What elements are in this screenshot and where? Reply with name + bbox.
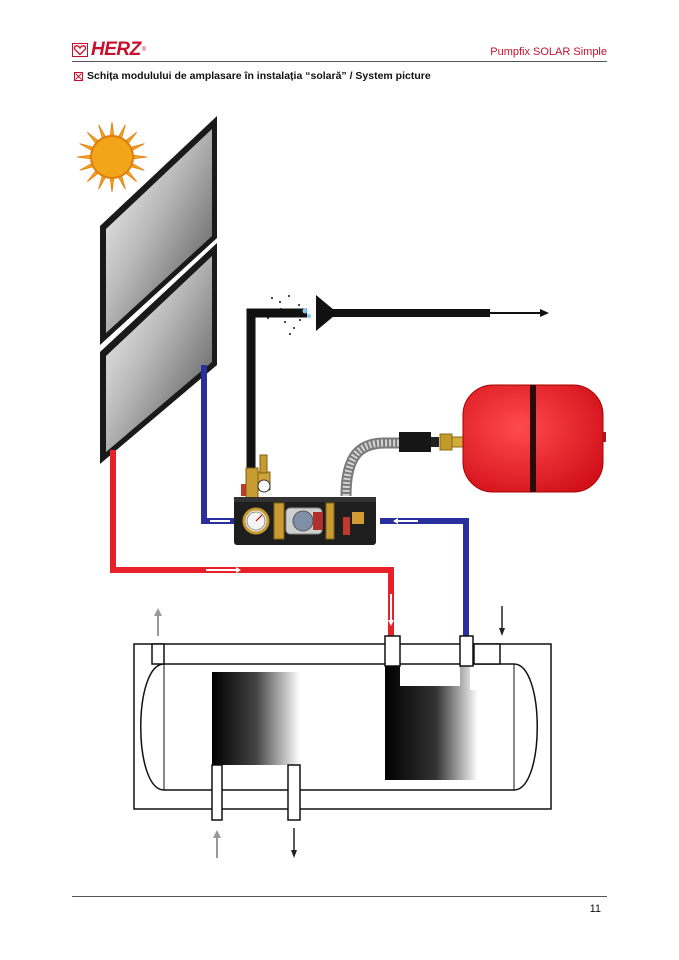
sun-icon: [76, 121, 148, 193]
herz-logo: HERZ®: [72, 39, 147, 60]
sun-ray: [76, 154, 93, 160]
safety-valve-group: [241, 454, 271, 499]
footer-divider: [72, 896, 607, 897]
storage-tank: [133, 643, 552, 810]
registered-mark: ®: [141, 47, 147, 53]
page-header: HERZ® Pumpfix SOLAR Simple: [72, 38, 607, 62]
discharge-pipe: [246, 308, 307, 490]
header-divider: [72, 61, 607, 62]
checkbox-x-icon: [74, 71, 83, 81]
cold-return-pipe: [201, 365, 236, 524]
solar-coil: [384, 635, 478, 780]
water-droplets: [267, 295, 311, 335]
pump-station: [234, 497, 376, 545]
cold-water-inlet: [473, 643, 501, 665]
section-heading: Schița modulului de amplasare în instala…: [74, 70, 431, 82]
hot-water-outlet: [151, 643, 165, 665]
brand-name: HERZ: [91, 39, 141, 60]
sun-ray: [109, 176, 115, 193]
section-title: Schița modulului de amplasare în instala…: [87, 70, 431, 82]
solar-collector-upper: [100, 116, 217, 345]
expansion-vessel: [462, 384, 606, 493]
sun-ray: [109, 121, 115, 138]
discharge-funnel: [316, 295, 549, 331]
solar-collector-lower: [100, 243, 217, 464]
sun-ray: [131, 154, 148, 160]
heart-logo-icon: [72, 43, 88, 57]
page-number: 11: [589, 903, 601, 915]
document-title: Pumpfix SOLAR Simple: [490, 46, 607, 58]
vessel-connector: [399, 432, 465, 452]
boiler-coil: [211, 672, 301, 821]
